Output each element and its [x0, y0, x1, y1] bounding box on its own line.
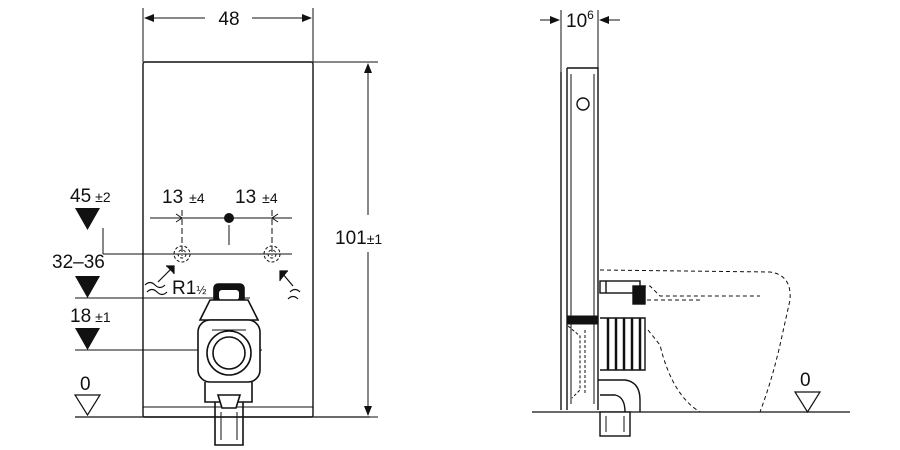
- module-side-profile: [560, 67, 599, 410]
- inlet-spacing-left-label: 13±4: [162, 187, 205, 208]
- drain-assembly: [197, 283, 261, 446]
- inlet-spacing-right-label: 13±4: [235, 187, 278, 208]
- level-marker-range: [75, 276, 100, 298]
- width-dimension: [142, 8, 314, 62]
- inlet-spacing-dimension: [150, 210, 292, 256]
- floor-marker-front: [73, 394, 102, 417]
- side-view: 106 0: [532, 8, 850, 437]
- drain-bend: [598, 317, 646, 437]
- depth-label: 106: [566, 8, 594, 32]
- level-supply-label: 45±2: [70, 186, 111, 207]
- water-inflow-icon-left: [144, 265, 175, 296]
- flush-connector: [599, 280, 646, 305]
- floor-label-front: 0: [80, 374, 91, 395]
- floor-marker-side: [793, 391, 822, 414]
- front-view: 48 101±1 13±4 13±4: [52, 8, 382, 446]
- center-marker: [224, 213, 234, 223]
- level-marker-drain: [75, 328, 100, 350]
- height-label: 101±1: [335, 228, 382, 249]
- level-range-label: 32–36: [52, 252, 105, 273]
- level-drain-label: 18±1: [70, 306, 111, 327]
- mounting-bracket: [567, 315, 599, 399]
- water-inflow-icon-right: [279, 270, 301, 300]
- width-label: 48: [218, 9, 239, 30]
- thread-label: R1½: [172, 278, 206, 299]
- level-marker-supply: [75, 208, 100, 230]
- depth-dimension: [540, 10, 620, 72]
- floor-label-side: 0: [800, 370, 811, 391]
